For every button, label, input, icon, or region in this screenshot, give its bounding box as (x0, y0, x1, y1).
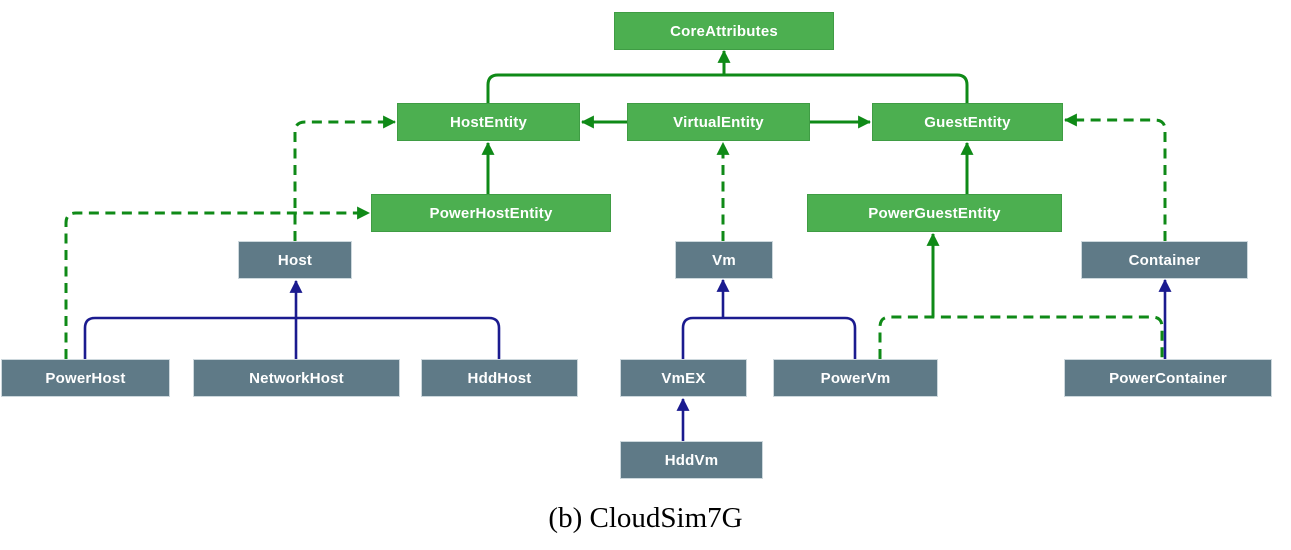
node-host: Host (238, 241, 352, 279)
node-hostentity: HostEntity (397, 103, 580, 141)
node-powercontainer: PowerContainer (1064, 359, 1272, 397)
edge-power-implements-bracket (878, 315, 1164, 359)
node-container: Container (1081, 241, 1248, 279)
edge-host-to-hostentity (293, 115, 397, 241)
node-vmex: VmEX (620, 359, 747, 397)
node-hddvm: HddVm (620, 441, 763, 479)
edge-powerhost-to-powerhostentity (64, 206, 371, 359)
node-coreattributes: CoreAttributes (614, 12, 834, 50)
node-powerguestentity: PowerGuestEntity (807, 194, 1062, 232)
edge-vm-children-bracket (681, 316, 857, 359)
node-powerhost: PowerHost (1, 359, 170, 397)
node-guestentity: GuestEntity (872, 103, 1063, 141)
edge-hostentity-guestentity-to-coreattributes-bracket (486, 73, 969, 103)
edge-host-children-bracket (83, 316, 501, 359)
node-networkhost: NetworkHost (193, 359, 400, 397)
node-vm: Vm (675, 241, 773, 279)
node-virtualentity: VirtualEntity (627, 103, 810, 141)
edge-container-to-guestentity (1063, 113, 1167, 241)
node-hddhost: HddHost (421, 359, 578, 397)
figure-caption: (b) CloudSim7G (548, 502, 743, 534)
node-powervm: PowerVm (773, 359, 938, 397)
node-powerhostentity: PowerHostEntity (371, 194, 611, 232)
